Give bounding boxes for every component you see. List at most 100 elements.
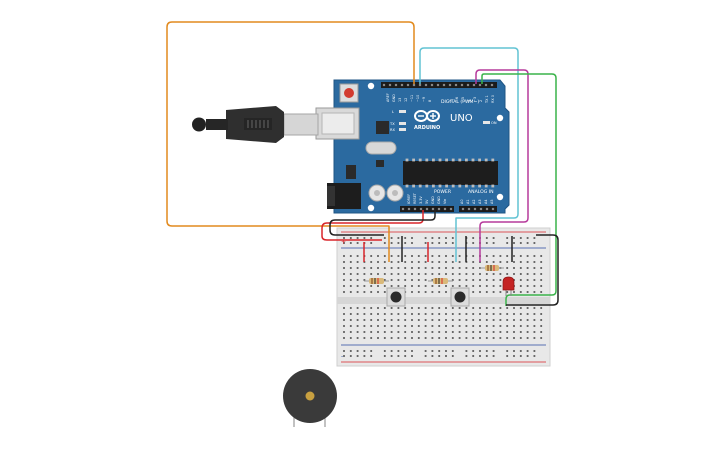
breadboard-hole [349, 350, 352, 352]
header-pin [472, 83, 476, 87]
wire-cyan[interactable] [419, 47, 519, 262]
wire-black-rail-return[interactable] [506, 234, 559, 306]
chip-pin [405, 158, 409, 162]
breadboard-hole [417, 307, 420, 309]
red-led[interactable] [502, 276, 515, 296]
breadboard-hole [465, 325, 468, 327]
resistor-1[interactable] [364, 278, 389, 284]
reset-button-cap[interactable] [344, 88, 354, 98]
breadboard-hole [472, 279, 475, 281]
breadboard-hole [492, 285, 495, 287]
pin-label-3: ~3 [473, 97, 477, 102]
breadboard-hole [513, 261, 515, 263]
breadboard-hole [540, 267, 543, 269]
breadboard-hole [506, 261, 509, 263]
breadboard-hole [356, 237, 359, 239]
breadboard-hole [431, 291, 434, 293]
arduino-uno-board[interactable]: AREF GND 13 12 ~11 ~10 ~9 8 7 ~6 ~5 4 ~3… [315, 79, 510, 214]
resistor-2[interactable] [428, 278, 453, 284]
breadboard-hole [533, 331, 536, 333]
breadboard-hole [356, 273, 359, 275]
model-label: UNO [450, 113, 473, 124]
breadboard-hole [411, 337, 413, 339]
breadboard-hole [370, 337, 373, 339]
breadboard-hole [451, 237, 454, 239]
breadboard-hole [349, 355, 352, 357]
breadboard-hole [343, 261, 345, 263]
breadboard-hole [451, 285, 454, 287]
wires[interactable] [166, 21, 559, 306]
breadboard-hole [404, 307, 407, 309]
breadboard-hole [404, 313, 407, 315]
breadboard-hole [485, 313, 488, 315]
wire-black-gnd[interactable] [329, 210, 436, 236]
breadboard-hole [411, 331, 413, 333]
breadboard-hole [465, 279, 468, 281]
breadboard-hole [390, 319, 393, 321]
wire-orange[interactable] [166, 21, 415, 262]
breadboard-hole [343, 285, 345, 287]
breadboard-hole [417, 325, 420, 327]
power-header-label: POWER [434, 189, 452, 195]
breadboard-hole [404, 267, 407, 269]
breadboard-hole [370, 291, 373, 293]
breadboard-hole [445, 319, 447, 321]
breadboard-hole [390, 331, 393, 333]
breadboard-hole [445, 267, 447, 269]
breadboard-hole [377, 325, 379, 327]
breadboard-hole [390, 255, 393, 257]
breadboard-hole [513, 319, 515, 321]
breadboard-hole [438, 237, 441, 239]
piezo-buzzer[interactable] [283, 369, 337, 427]
chip-pin [478, 184, 481, 188]
pin-label-6: ~6 [455, 97, 459, 102]
breadboard-hole [492, 355, 495, 357]
breadboard-hole [513, 237, 515, 239]
breadboard-hole [451, 355, 454, 357]
wire-green[interactable] [481, 73, 557, 306]
pushbutton-2[interactable] [450, 287, 470, 307]
breadboard-hole [472, 325, 475, 327]
breadboard-hole [519, 242, 522, 244]
breadboard-hole [363, 279, 366, 281]
breadboard-hole [472, 355, 475, 357]
breadboard-hole [356, 242, 359, 244]
breadboard-hole [472, 255, 475, 257]
breadboard[interactable]: + - [336, 227, 551, 367]
header-pin [467, 207, 471, 211]
breadboard-hole [417, 337, 420, 339]
wire-red-5v[interactable] [321, 210, 424, 241]
crystal-oscillator [365, 141, 397, 155]
usb-plug-ribs [247, 120, 269, 128]
breadboard-hole [445, 273, 447, 275]
breadboard-hole [356, 279, 359, 281]
breadboard-hole [465, 285, 468, 287]
breadboard-hole [526, 307, 529, 309]
breadboard-hole [526, 237, 529, 239]
breadboard-hole [356, 307, 359, 309]
breadboard-hole [540, 261, 543, 263]
rail-minus-label: - [341, 353, 343, 360]
pushbutton-1[interactable] [386, 287, 406, 307]
breadboard-hole [526, 325, 529, 327]
breadboard-hole [499, 285, 502, 287]
pin-label-13: 13 [398, 98, 402, 102]
breadboard-hole [390, 307, 393, 309]
chip-pin [465, 184, 468, 188]
breadboard-hole [526, 242, 529, 244]
breadboard-hole [533, 337, 536, 339]
chip-pin [491, 158, 495, 162]
breadboard-hole [479, 325, 481, 327]
breadboard-hole [417, 255, 420, 257]
chip-pin [471, 184, 475, 188]
wire-magenta[interactable] [475, 69, 529, 262]
usb-cable[interactable] [192, 106, 319, 143]
breadboard-hole [431, 325, 434, 327]
breadboard-hole [397, 267, 400, 269]
breadboard-hole [445, 255, 447, 257]
breadboard-hole [506, 355, 509, 357]
breadboard-hole [349, 331, 352, 333]
breadboard-hole [519, 255, 522, 257]
resistor-3[interactable] [480, 265, 504, 271]
